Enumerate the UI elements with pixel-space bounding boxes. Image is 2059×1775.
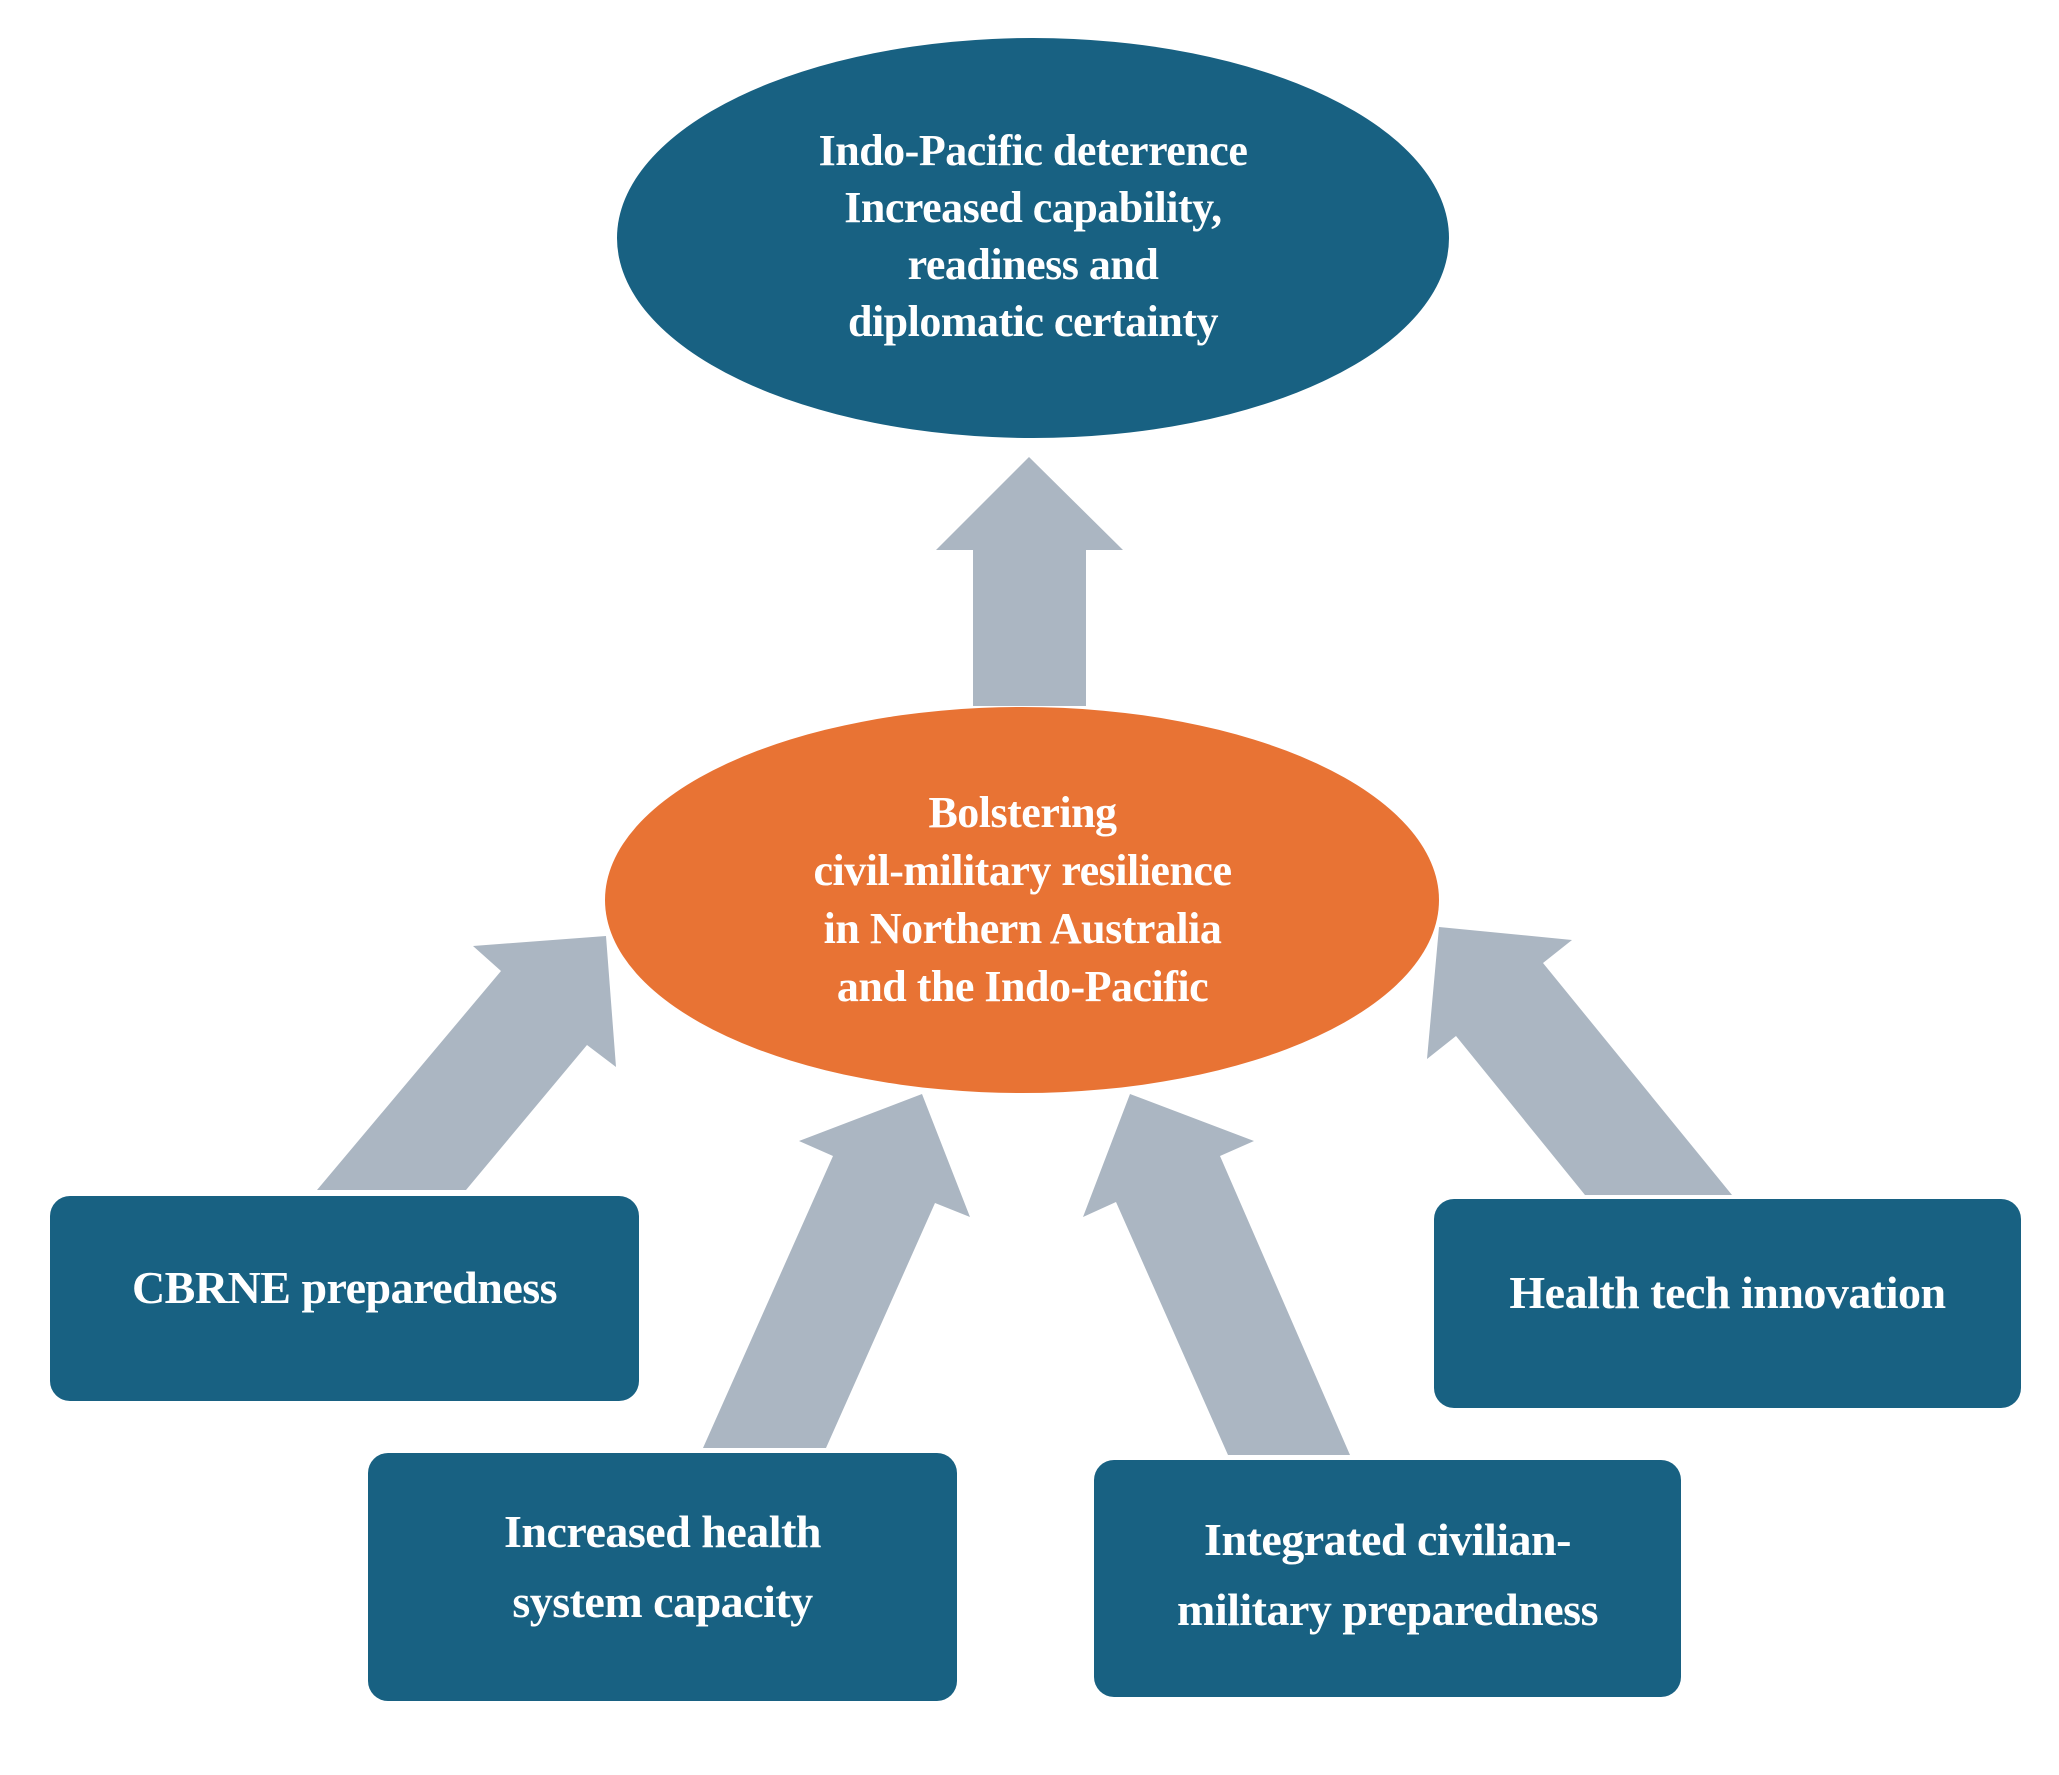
box-healthtech [1434, 1199, 2021, 1408]
health-capacity-line: Increased health [504, 1506, 822, 1557]
goal-line: Increased capability, [844, 183, 1222, 232]
goal-line: diplomatic certainty [847, 297, 1219, 346]
center-line: Bolstering [928, 788, 1117, 837]
civmil-line: Integrated civilian- [1204, 1513, 1571, 1565]
arrow-civmil-to-center [1083, 1094, 1350, 1455]
center-label: Bolstering civil-military resilience in … [605, 707, 1440, 1093]
healthtech-label: Health tech innovation [1434, 1199, 2021, 1408]
goal-ellipse [617, 38, 1449, 438]
healthtech-line: Health tech innovation [1509, 1266, 1946, 1318]
civmil-line: military preparedness [1177, 1583, 1598, 1635]
arrow-up-to-goal [936, 457, 1123, 706]
civmil-label: Integrated civilian- military preparedne… [1094, 1460, 1681, 1697]
arrow-cbrne-to-center [317, 936, 616, 1190]
cbrne-label: CBRNE preparedness [50, 1196, 639, 1401]
center-line: in Northern Australia [823, 904, 1222, 953]
arrow-health-capacity-to-center [703, 1094, 970, 1448]
box-civmil [1094, 1460, 1681, 1697]
center-line: civil-military resilience [813, 846, 1232, 895]
box-cbrne [50, 1196, 639, 1401]
center-line: and the Indo-Pacific [836, 962, 1209, 1011]
goal-line: Indo-Pacific deterrence [818, 126, 1248, 175]
goal-line: readiness and [907, 240, 1159, 289]
box-health-capacity [368, 1453, 957, 1701]
goal-label: Indo-Pacific deterrence Increased capabi… [617, 38, 1449, 438]
cbrne-line: CBRNE preparedness [131, 1261, 558, 1313]
health-capacity-label: Increased health system capacity [368, 1453, 957, 1701]
center-ellipse [605, 707, 1439, 1093]
arrow-healthtech-to-center [1427, 927, 1732, 1195]
health-capacity-line: system capacity [512, 1576, 813, 1627]
